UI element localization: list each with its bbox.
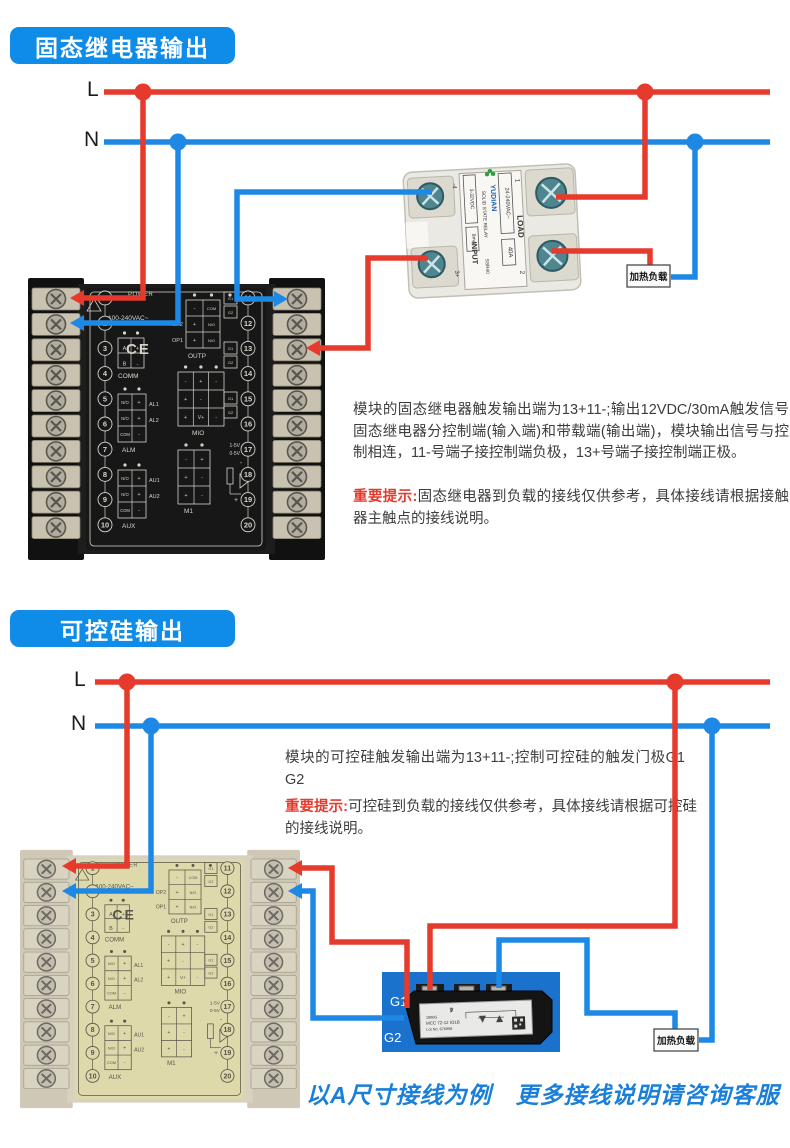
junction-dot (118, 673, 136, 691)
line-label-l-2: L (74, 668, 86, 691)
ssr-important-note: 重要提示:固态继电器到负载的接线仅供参考，具体接线请根据接触器主触点的接线说明。 (353, 487, 789, 530)
wire-n-to-heater (699, 726, 715, 1043)
svg-text:3+: 3+ (453, 270, 459, 278)
scr-important-note: 重要提示:可控硅到负载的接线仅供参考，具体接线请根据可控硅的接线说明。 (285, 797, 697, 840)
line-label-n-2: N (71, 712, 87, 735)
svg-text:40A: 40A (506, 247, 513, 258)
note-label: 重要提示: (285, 799, 348, 815)
junction-dot (142, 717, 160, 735)
wire-ssr-load2-to-heater (552, 248, 653, 267)
svg-text:SOLID STATE RELAY: SOLID STATE RELAY (480, 191, 489, 239)
wire-terminal12-to-g2 (302, 888, 404, 1021)
section-badge-ssr-output: 固态继电器输出 (10, 27, 235, 64)
line-label-n-1: N (84, 128, 100, 151)
wire-n-to-heater (671, 142, 698, 280)
ssr-label: -4 3+ INPUT 3-32VDC 8mA SOLID STATE RELA… (451, 168, 525, 278)
svg-text:加热负载: 加热负载 (628, 271, 668, 283)
scr-gate-label-g1: G1 (390, 994, 407, 1009)
heater-load-box-2: 加热负载 (653, 1028, 699, 1052)
scr-description-paragraph: 模块的可控硅触发输出端为13+11-;控制可控硅的触发门极G1 G2 (285, 750, 685, 788)
note-label: 重要提示: (353, 489, 418, 505)
power-rails-1 (104, 83, 770, 151)
svg-text:SSR40: SSR40 (483, 259, 490, 275)
junction-dot (169, 133, 187, 151)
wire-l-to-ssr-load1 (556, 92, 648, 200)
section-badge-scr-output: 可控硅输出 (10, 610, 235, 647)
ssr-screws (416, 176, 569, 279)
junction-dot (686, 133, 704, 151)
svg-text:1: 1 (513, 179, 520, 183)
wire-ssr-input-to-terminal13 (320, 255, 428, 351)
heater-load-box-1: 加热负载 (626, 264, 671, 288)
wire-terminal11-to-g1 (300, 865, 410, 1008)
svg-text:2: 2 (518, 271, 525, 275)
junction-dot (666, 673, 684, 691)
svg-text:MCC 72-12 IO1B: MCC 72-12 IO1B (426, 1020, 460, 1026)
power-rails-2 (95, 673, 770, 735)
svg-text:INPUT: INPUT (470, 241, 480, 264)
svg-text:加热负载: 加热负载 (656, 1035, 696, 1047)
controller-module-beige (20, 848, 300, 1110)
thyristor-label: ℣ 1806G MCC 72-12 IO1B Lot No. 676958 (418, 999, 534, 1039)
wire-thyristor-t3-to-heater (496, 937, 678, 1029)
svg-text:8mA: 8mA (470, 234, 477, 245)
junction-dot (636, 83, 654, 101)
svg-text:3-32VDC: 3-32VDC (468, 189, 475, 210)
thyristor-module-card: G1 G2 ℣ 1806G MCC 72-12 IO1B Lot No. 676… (382, 972, 560, 1052)
thyristor-module: ℣ 1806G MCC 72-12 IO1B Lot No. 676958 (403, 984, 553, 1045)
svg-text:YUDIAN: YUDIAN (489, 184, 497, 211)
wire-l-to-terminal1 (76, 682, 130, 869)
svg-text:LOAD: LOAD (515, 215, 525, 238)
ssr-brand-logo: YUDIAN (484, 168, 497, 211)
controller-module-black (28, 276, 325, 562)
svg-text:24-240VAC~: 24-240VAC~ (503, 187, 511, 219)
note-body: 固态继电器到负载的接线仅供参考，具体接线请根据接触器主触点的接线说明。 (353, 489, 789, 527)
footer-caption: 以A尺寸接线为例 更多接线说明请咨询客服 (306, 1082, 780, 1108)
junction-dot (703, 717, 721, 735)
svg-text:℣: ℣ (449, 1007, 454, 1014)
line-label-l-1: L (87, 78, 99, 101)
svg-text:-4: -4 (451, 183, 457, 189)
solid-state-relay: -4 3+ INPUT 3-32VDC 8mA SOLID STATE RELA… (402, 163, 582, 299)
scr-gate-label-g2: G2 (384, 1030, 401, 1045)
svg-text:1806G: 1806G (426, 1015, 438, 1019)
svg-text:Lot No. 676958: Lot No. 676958 (426, 1027, 452, 1032)
junction-dot (134, 83, 152, 101)
ssr-description-paragraph: 模块的固态继电器触发输出端为13+11-;输出12VDC/30mA触发信号固态继… (353, 402, 789, 461)
wire-l-to-terminal1 (84, 92, 146, 301)
